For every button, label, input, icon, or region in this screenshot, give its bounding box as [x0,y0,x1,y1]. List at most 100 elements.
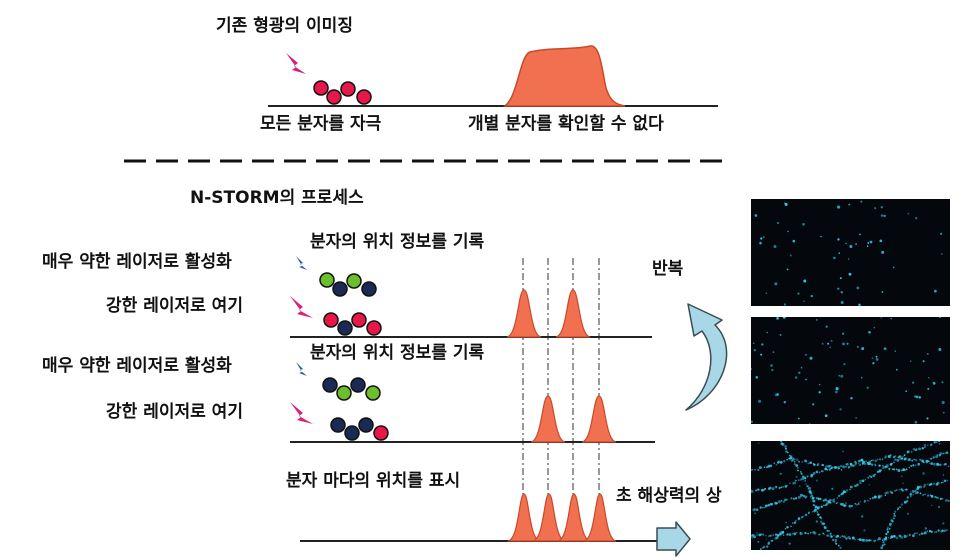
fluorescence-dot [762,506,764,509]
fluorescence-dot [860,200,863,203]
fluorescence-dot [846,342,849,345]
fluorescence-dot [844,465,848,468]
fluorescence-dot [916,491,919,494]
fluorescence-dot [840,465,842,467]
fluorescence-dot [828,498,832,502]
fluorescence-dot [931,504,933,506]
fluorescence-dot [817,497,820,501]
fluorescence-dot [915,489,918,491]
weak-laser-icon [296,256,307,270]
fluorescence-dot [771,369,774,372]
fluorescence-dot [804,476,807,479]
fluorescence-dot [838,375,840,377]
fluorescence-dot [946,479,949,482]
fluorescence-dot [935,455,938,459]
fluorescence-dot [928,460,930,463]
fluorescence-dot [860,458,864,462]
fluorescence-dot [892,468,896,471]
fluorescence-dot [817,513,820,516]
fluorescence-dot [760,533,763,536]
fluorescence-dot [811,510,814,513]
fluorescence-dot [818,505,821,509]
fluorescence-dot [893,534,896,538]
fluorescence-dot [922,461,925,463]
fluorescence-dot [841,535,844,537]
fluorescence-dot [767,535,770,537]
fluorescence-dot [922,360,925,363]
fluorescence-dot [801,516,804,519]
fluorescence-dot [859,463,862,466]
display-positions-label: 분자 마다의 위치를 표시 [286,471,461,491]
fluorescence-dot [818,383,821,386]
fluorescence-dot [776,317,779,320]
fluorescence-dot [837,205,841,209]
fluorescence-dot [762,533,765,536]
storm-image-panel-1 [751,199,950,306]
fluorescence-dot [880,206,883,209]
fluorescence-dot [859,481,862,485]
fluorescence-dot [888,467,891,470]
fluorescence-dot [857,502,860,506]
fluorescence-dot [837,544,840,547]
molecule [337,320,353,336]
fluorescence-dot [840,469,843,471]
molecule [340,81,356,97]
fluorescence-dot [799,493,803,497]
guide-lines [522,258,600,540]
fluorescence-dot [838,252,840,254]
fluorescence-dot [905,468,908,471]
fluorescence-dot [892,266,895,269]
fluorescence-dot [927,387,930,390]
fluorescence-dot [911,381,915,384]
fluorescence-dot [798,485,801,488]
fluorescence-dot [752,342,755,345]
fluorescence-dot [776,221,780,225]
fluorescence-dot [807,512,810,515]
fluorescence-dot [937,497,939,499]
fluorescence-dot [919,485,923,489]
fluorescence-dot [881,250,885,254]
fluorescence-dot [944,463,947,466]
fluorescence-dot [867,476,870,479]
fluorescence-dot [755,375,759,379]
fluorescence-dot [941,253,943,255]
fluorescence-dot [866,245,869,247]
fluorescence-dot [938,442,941,445]
fluorescence-dot [868,484,871,486]
fluorescence-dot [801,494,804,496]
fluorescence-dot [899,506,901,509]
fluorescence-dot [869,462,872,465]
fluorescence-dot [945,499,948,502]
molecule [358,417,374,433]
fluorescence-dot [822,532,825,535]
fluorescence-dot [826,468,829,471]
fluorescence-dot [816,319,818,321]
fluorescence-dot [791,533,794,535]
fluorescence-dot [945,451,949,454]
fluorescence-dot [880,546,884,550]
fluorescence-dot [797,479,800,481]
fluorescence-dot [909,360,912,362]
fluorescence-dot [845,242,847,245]
molecule [323,312,339,328]
fluorescence-dot [912,464,915,467]
peak [506,289,542,338]
fluorescence-dot [786,533,789,536]
fluorescence-dot [761,343,764,346]
fluorescence-dot [846,463,849,466]
fluorescence-dot [899,455,902,458]
fluorescence-dot [843,535,846,538]
fluorescence-dot [942,522,945,525]
fluorescence-dot [771,487,775,491]
fluorescence-dot [783,303,786,306]
fluorescence-dot [755,508,759,512]
fluorescence-dot [882,466,885,469]
fluorescence-dot [803,279,807,283]
fluorescence-dot [864,478,867,481]
fluorescence-dot [812,499,816,503]
fluorescence-dot [794,458,796,460]
fluorescence-dot [842,465,845,468]
fluorescence-dot [897,469,901,472]
fluorescence-dot [766,545,769,548]
fluorescence-dot [939,497,942,501]
